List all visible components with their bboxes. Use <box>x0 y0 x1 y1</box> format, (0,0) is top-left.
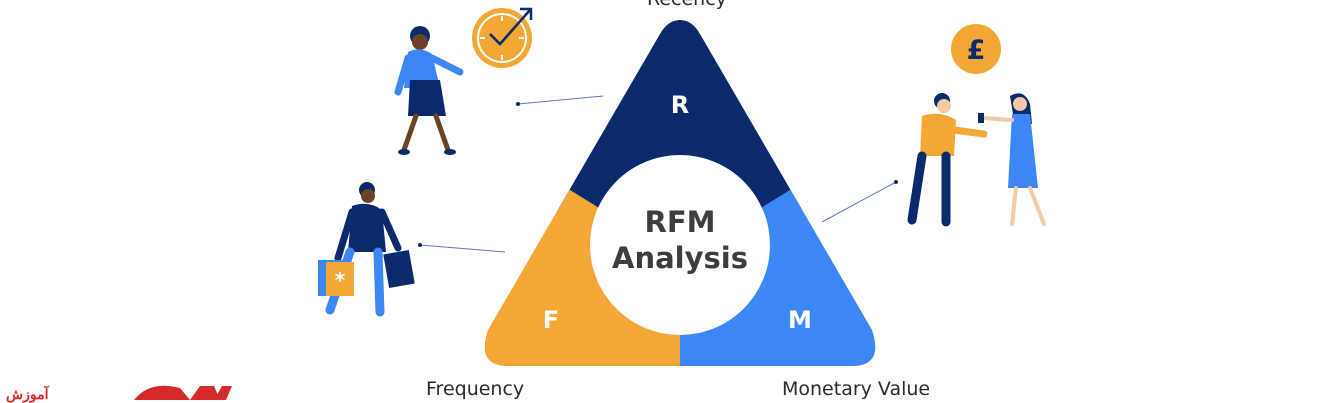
watermark-logo <box>134 385 232 400</box>
shopper-illustration: * <box>318 182 415 317</box>
frequency-letter: F <box>543 306 559 334</box>
walking-woman-illustration <box>394 26 464 155</box>
recency-label: Recency <box>647 0 727 10</box>
center-title-line1: RFM <box>645 205 716 239</box>
transaction-illustration <box>907 93 1046 227</box>
clock-icon <box>472 7 533 68</box>
recency-letter: R <box>671 91 689 119</box>
monetary-letter: M <box>788 306 812 334</box>
watermark-text: آموزش <box>6 386 49 402</box>
svg-text:*: * <box>335 268 346 292</box>
monetary-value-label: Monetary Value <box>782 378 931 400</box>
connector-monetary <box>821 180 898 223</box>
center-circle <box>590 155 770 335</box>
pound-coin-icon: £ <box>951 24 1001 74</box>
center-title-line2: Analysis <box>612 241 748 275</box>
connector-frequency <box>418 243 506 253</box>
frequency-label: Frequency <box>426 378 525 400</box>
currency-symbol: £ <box>967 35 986 66</box>
connector-recency <box>516 95 604 106</box>
